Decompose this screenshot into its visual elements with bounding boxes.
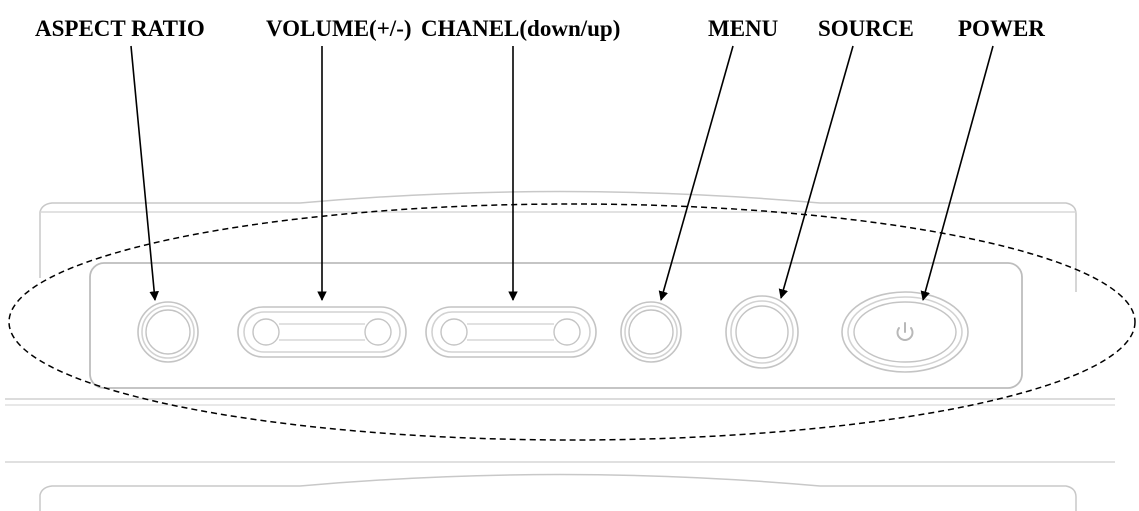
- arrow-aspect-ratio: [130, 45, 159, 301]
- label-menu: MENU: [708, 16, 779, 41]
- label-power: POWER: [958, 16, 1045, 41]
- power-icon: [896, 322, 914, 341]
- arrow-source: [778, 45, 854, 299]
- source-button[interactable]: [725, 295, 799, 369]
- power-button[interactable]: [841, 291, 969, 373]
- arrow-power: [920, 45, 994, 301]
- channel-rocker-button[interactable]: [425, 306, 597, 358]
- label-channel: CHANEL(down/up): [421, 16, 620, 41]
- aspect-ratio-button[interactable]: [137, 301, 199, 363]
- highlight-ellipse: [8, 203, 1136, 441]
- arrow-menu: [658, 45, 734, 301]
- menu-button[interactable]: [620, 301, 682, 363]
- callout-labels: ASPECT RATIO VOLUME(+/-) CHANEL(down/up)…: [35, 16, 1045, 41]
- label-volume: VOLUME(+/-): [266, 16, 412, 41]
- tv-bezel-lower: [5, 461, 1115, 511]
- button-panel: [89, 262, 1023, 389]
- label-aspect-ratio: ASPECT RATIO: [35, 16, 205, 41]
- callout-arrows: [130, 45, 994, 301]
- tv-bezel-upper: [5, 190, 1115, 406]
- label-source: SOURCE: [818, 16, 914, 41]
- volume-rocker-button[interactable]: [237, 306, 407, 358]
